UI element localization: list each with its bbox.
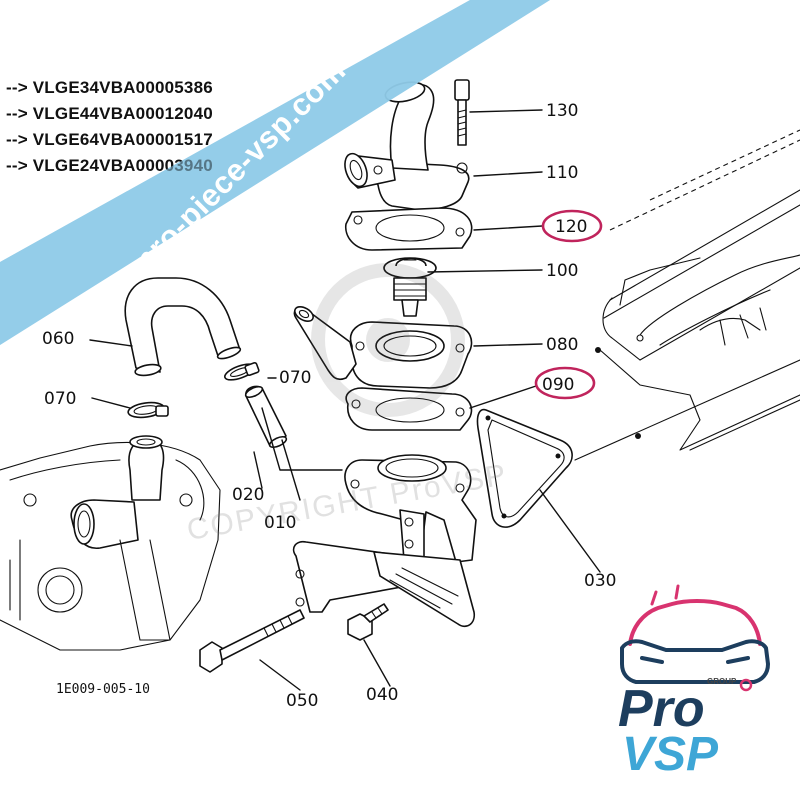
part-number-labels: 130 110 120 100 060 080 070 090 070 020 …	[42, 101, 616, 711]
mounting-bracket	[292, 540, 476, 628]
label-040: 040	[366, 685, 398, 705]
hose-060	[124, 277, 242, 377]
water-pump-housing	[0, 435, 221, 651]
bolt-040	[347, 603, 389, 641]
gasket-030	[476, 408, 573, 528]
water-flange-010	[344, 454, 477, 569]
vin-line-3: --> VLGE64VBA00001517	[6, 130, 213, 149]
label-030: 030	[584, 571, 616, 591]
drawing-code: 1E009-005-10	[56, 682, 150, 697]
vin-line-1: --> VLGE34VBA00005386	[6, 78, 213, 97]
bolt-050	[199, 609, 305, 673]
vin-line-4: --> VLGE24VBA00003940	[6, 156, 213, 175]
logo-car-icon	[620, 584, 770, 684]
hose-020	[244, 385, 288, 449]
thermostat-cover-110	[344, 81, 470, 211]
gasket-090	[345, 387, 473, 431]
label-070-right: 070	[279, 368, 311, 388]
clamp-070-left	[127, 401, 169, 419]
label-090: 090	[542, 375, 574, 395]
label-100: 100	[546, 261, 578, 281]
provsp-logo: Pro VSP	[618, 584, 770, 774]
engine-block-outline	[574, 129, 800, 461]
logo-line-pro: Pro	[618, 680, 705, 738]
bolt-130	[454, 79, 470, 146]
label-110: 110	[546, 163, 578, 183]
label-020: 020	[232, 485, 264, 505]
label-130: 130	[546, 101, 578, 121]
highlight-ring-090	[534, 366, 596, 400]
gasket-120	[345, 207, 473, 251]
label-120: 120	[555, 217, 587, 237]
highlight-markers	[534, 209, 603, 400]
label-070-left: 070	[44, 389, 76, 409]
label-050: 050	[286, 691, 318, 711]
vin-line-2: --> VLGE44VBA00012040	[6, 104, 213, 123]
logo-wordmark: Pro VSP	[618, 678, 753, 774]
logo-line-vsp: VSP	[622, 728, 719, 774]
logo-group-label: GROUP	[707, 677, 737, 686]
label-080: 080	[546, 335, 578, 355]
label-010: 010	[264, 513, 296, 533]
clamp-070-right	[224, 362, 260, 381]
